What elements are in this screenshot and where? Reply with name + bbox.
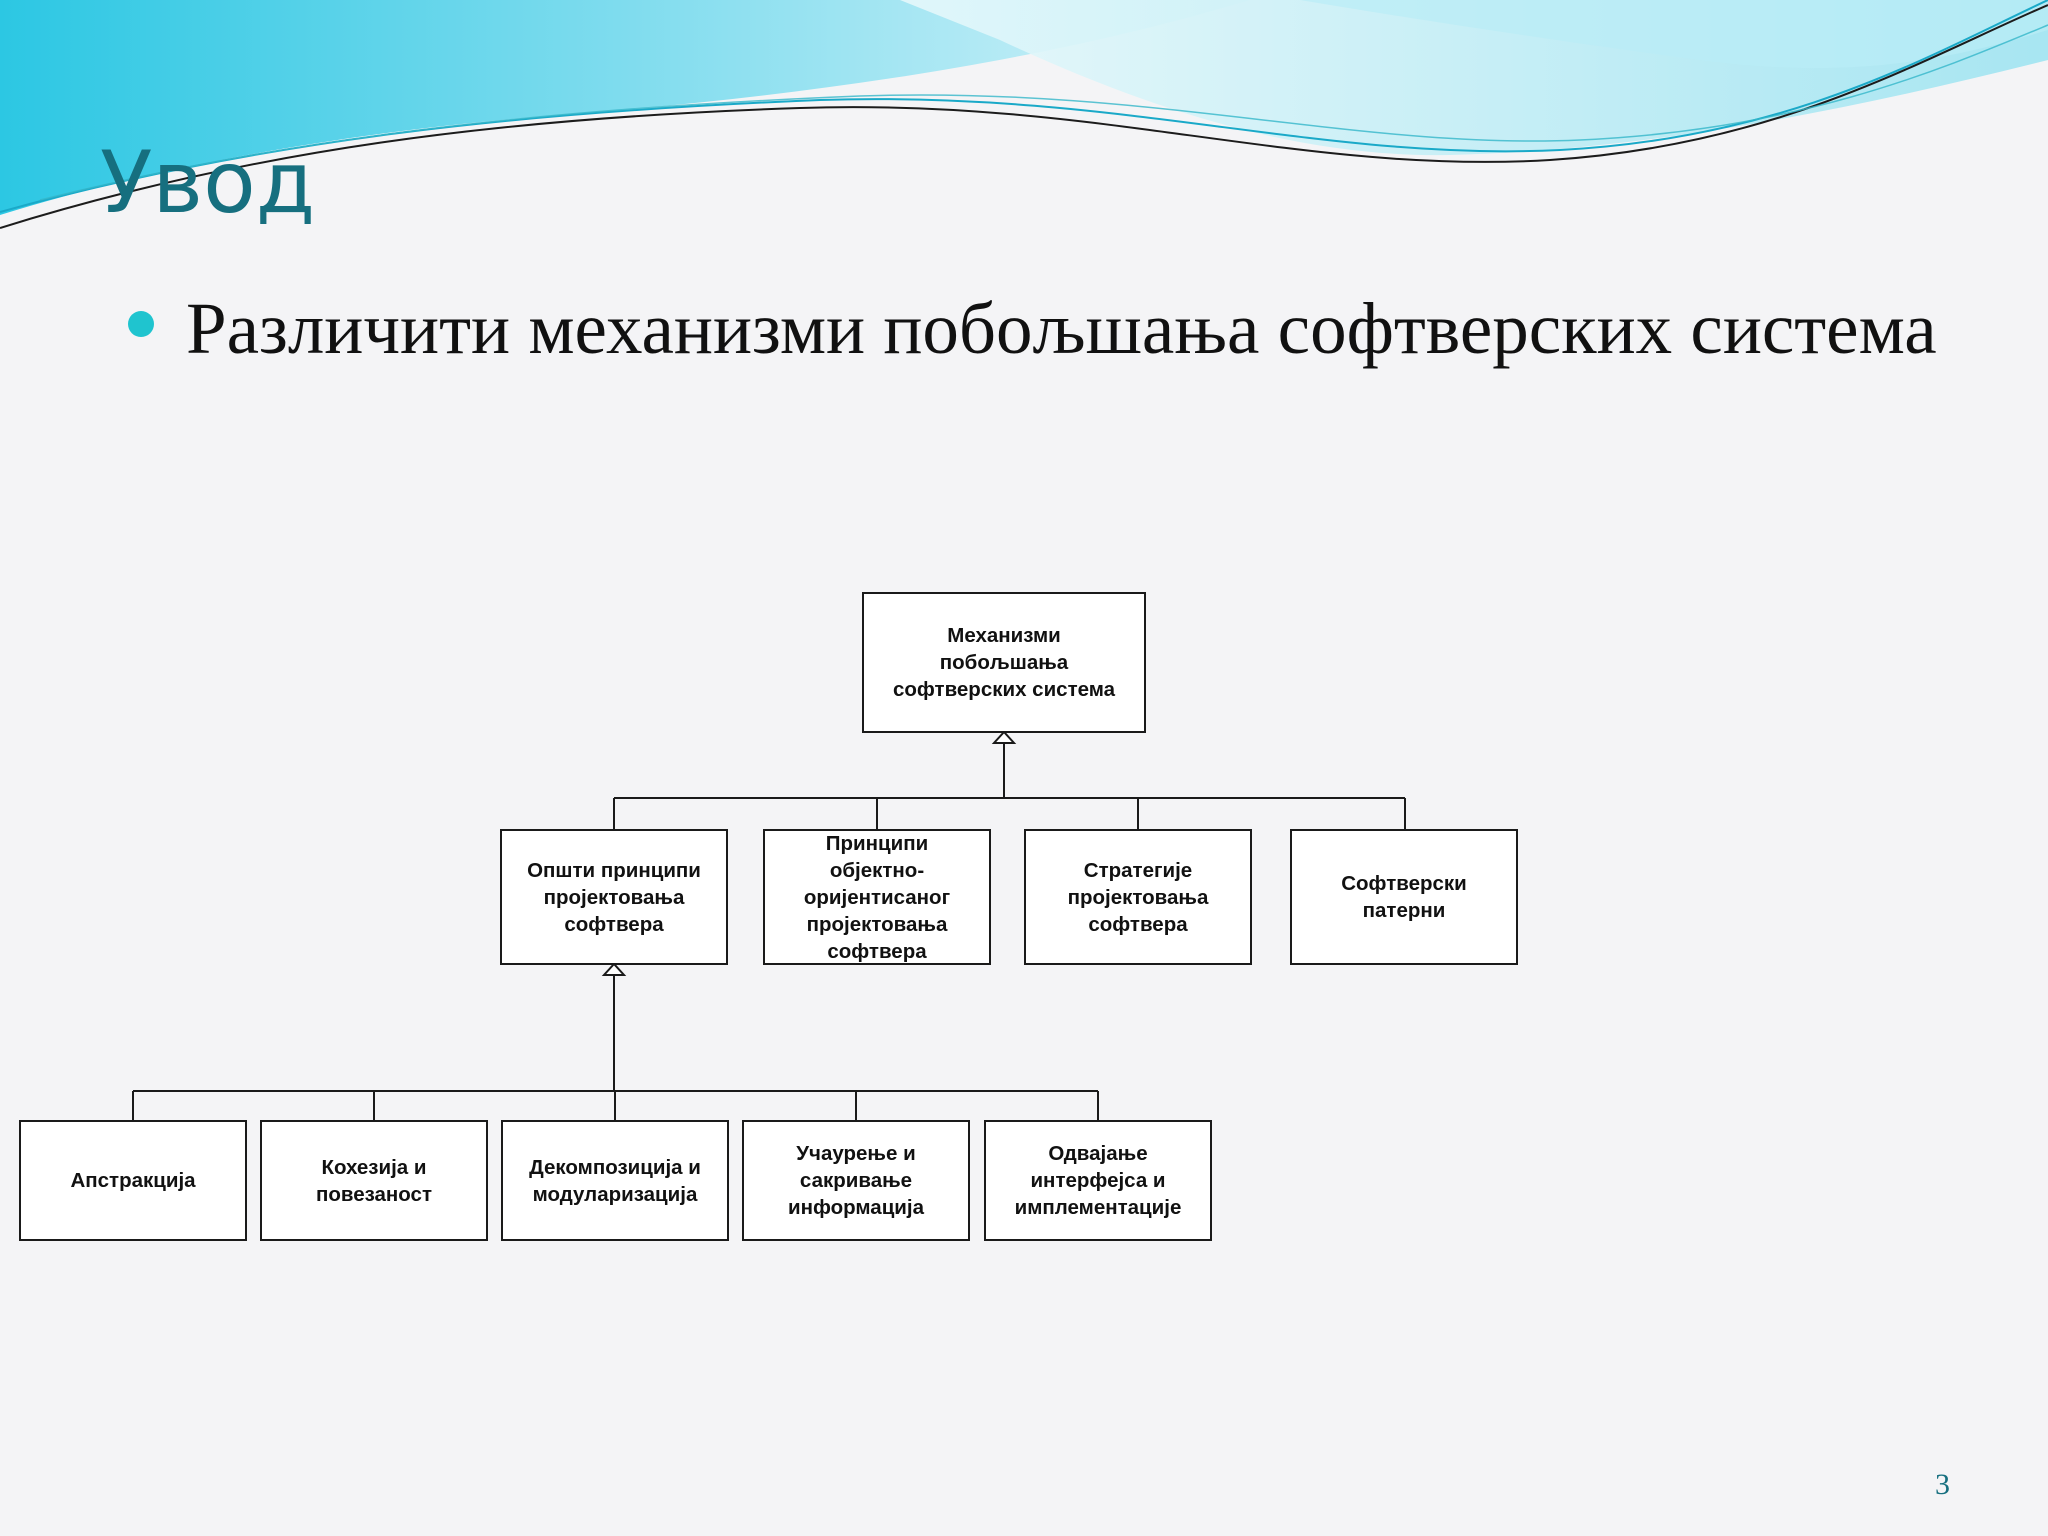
node-abstraction: Апстракција [19,1120,247,1241]
node-general-principles: Општи принципи пројектовања софтвера [500,829,728,965]
node-cohesion-coupling: Кохезија и повезаност [260,1120,488,1241]
node-design-strategies: Стратегије пројектовања софтвера [1024,829,1252,965]
node-decomposition: Декомпозиција и модуларизација [501,1120,729,1241]
diagram-connectors [132,730,1406,1121]
generalization-arrow-general-icon [601,962,627,976]
node-software-patterns: Софтверски патерни [1290,829,1518,965]
node-oo-principles: Принципи објектно- оријентисаног пројект… [763,829,991,965]
bullet-dot-icon [128,311,154,337]
node-root: Механизми побољшања софтверских система [862,592,1146,733]
page-number: 3 [1935,1468,1950,1501]
hierarchy-diagram: Механизми побољшања софтверских система … [0,580,2048,1280]
node-interface-separation: Одвајање интерфејса и имплементације [984,1120,1212,1241]
generalization-arrow-root-icon [991,730,1017,744]
slide-title: Увод [100,133,316,233]
node-encapsulation: Учаурење и сакривање информација [742,1120,970,1241]
bullet-item: Различити механизми побољшања софтверски… [128,285,1948,373]
header-wave-decoration [0,0,2048,229]
bullet-text: Различити механизми побољшања софтверски… [186,288,1937,369]
